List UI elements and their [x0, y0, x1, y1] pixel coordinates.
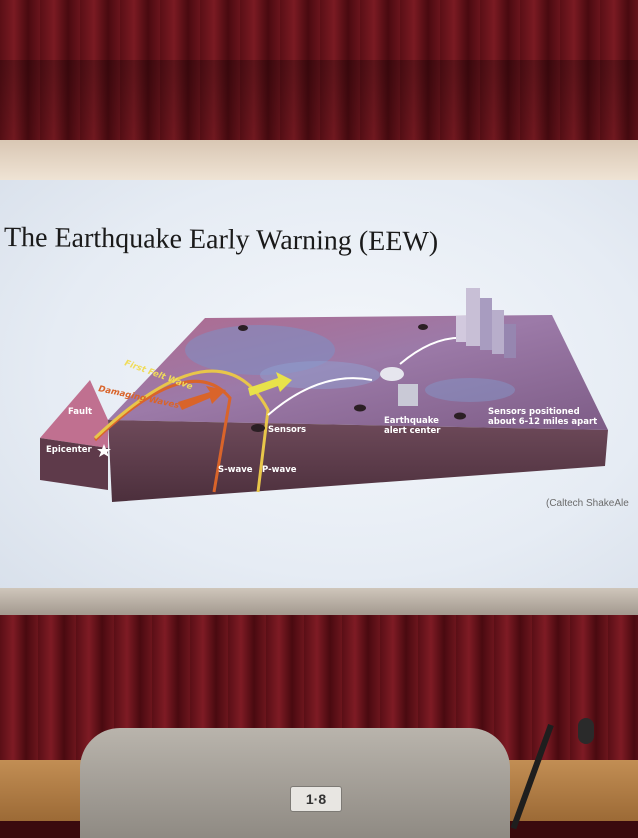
- screen-frame-bottom: [0, 588, 638, 618]
- sensor-marker: [354, 404, 366, 412]
- screen-frame-top: [0, 140, 638, 180]
- mountain-patch: [425, 378, 515, 402]
- sensor-marker: [418, 324, 428, 330]
- label-fault: Fault: [68, 407, 92, 417]
- seat-number-plate: 1·8: [290, 786, 342, 812]
- fault-block-top: [40, 380, 108, 448]
- slide-caption: (Caltech ShakeAle: [546, 498, 629, 509]
- alert-center-building: [398, 384, 418, 406]
- city-buildings: [456, 288, 516, 358]
- slide-title: The Earthquake Early Warning (EEW): [3, 222, 439, 258]
- epicenter-star: [97, 444, 111, 457]
- microphone-icon: [578, 718, 594, 744]
- satellite-dish: [380, 367, 404, 381]
- label-sensors-positioned-1: Sensors positioned: [488, 407, 580, 417]
- block-front: [108, 420, 608, 502]
- auditorium-chair: [80, 728, 510, 838]
- label-sensors: Sensors: [268, 425, 306, 435]
- fault-block-front: [40, 438, 108, 490]
- sensor-marker: [238, 325, 248, 331]
- label-p-wave: P-wave: [262, 465, 297, 475]
- label-sensors-positioned-2: about 6-12 miles apart: [488, 417, 597, 427]
- label-epicenter: Epicenter: [46, 445, 92, 455]
- sensor-marker: [251, 424, 265, 432]
- felt-wave-arrow: [248, 372, 292, 396]
- data-path-arrow: [267, 377, 373, 416]
- s-wave-arc: [93, 379, 232, 493]
- sensor-marker: [454, 412, 466, 420]
- eew-diagram: First Felt Wave Damaging Waves Fault Epi…: [40, 288, 608, 502]
- stage-curtain-top: [0, 0, 638, 150]
- label-alert-center-2: alert center: [384, 426, 441, 436]
- p-wave-arc: [93, 369, 270, 493]
- label-alert-center-1: Earthquake: [384, 416, 439, 426]
- damaging-wave-arrow: [178, 386, 226, 410]
- label-s-wave: S-wave: [218, 465, 253, 475]
